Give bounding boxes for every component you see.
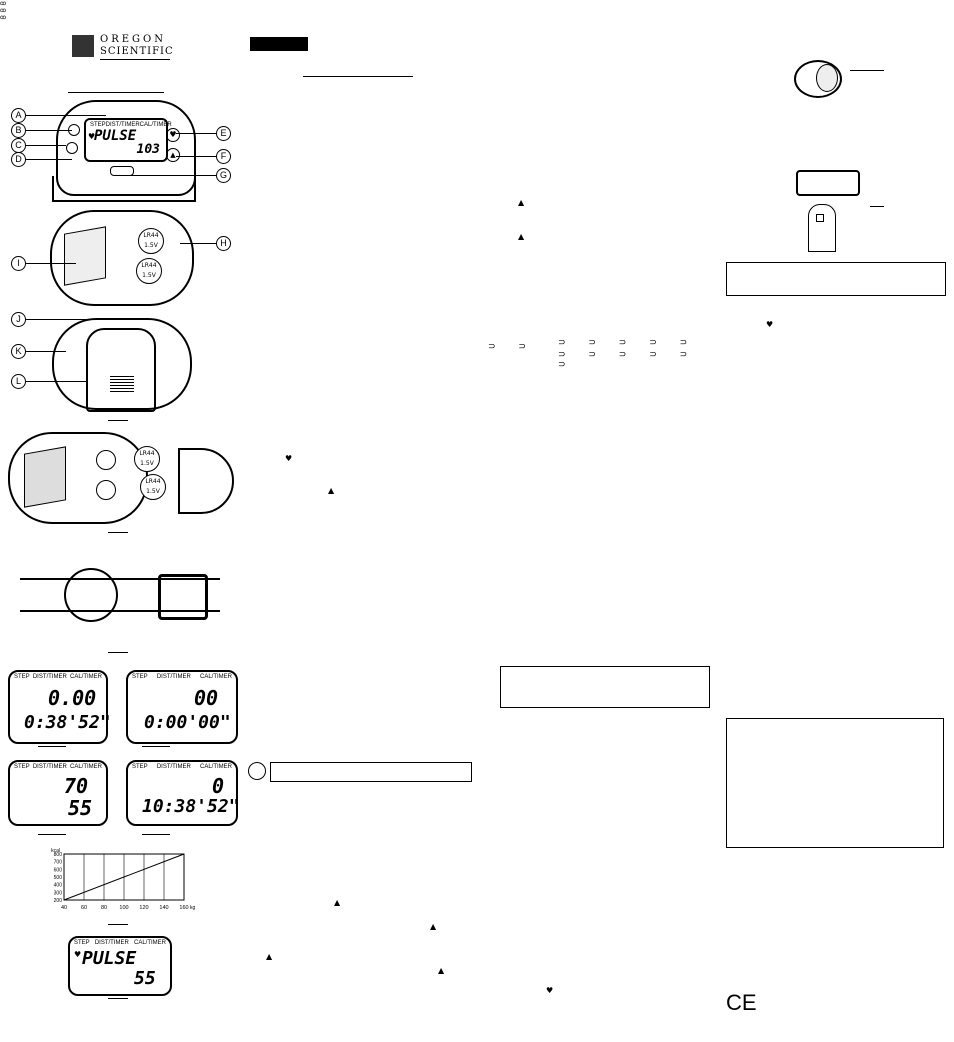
ce-mark: CE [726, 990, 757, 1015]
button-e-heart[interactable]: ♥ [166, 128, 180, 142]
section-label-block [250, 37, 308, 51]
heart-icon: ♥ [766, 320, 774, 329]
callout-g: G [216, 168, 231, 183]
callout-f: F [216, 149, 231, 164]
clip-slot [110, 166, 134, 176]
device-back-lcd [64, 226, 106, 286]
lcd-pulse-value: 103 [136, 142, 160, 157]
y-tick-label: 800 [54, 852, 63, 858]
logo-emblem-icon [72, 35, 94, 57]
heading-underline [303, 76, 413, 77]
y-tick-label: 300 [54, 890, 63, 896]
callout-i: I [11, 256, 26, 271]
brand-line1: OREGON [100, 34, 166, 45]
heart-icon: ♥ [285, 454, 293, 463]
brand-line2: SCIENTIFIC [100, 46, 174, 57]
note-box-middle [500, 666, 710, 708]
button-f-up[interactable]: ▲ [166, 148, 180, 162]
walker-icon: ꝏ [0, 8, 7, 14]
triangle-up-icon: ▲ [518, 198, 525, 207]
triangle-up-icon: ▲ [266, 952, 273, 961]
triangle-up-icon: ▲ [518, 232, 525, 241]
brand-logo: OREGON SCIENTIFIC [72, 34, 174, 61]
y-tick-label: 500 [54, 875, 63, 881]
y-tick-label: 700 [54, 860, 63, 866]
callout-e: E [216, 126, 231, 141]
footprint-sequence: ⊃ ⊃ ⊃ ⊃ ⊃ ⊃ ⊃ ⊃ ⊃ ⊃ ⊃ ⊃ ⊃ [488, 338, 698, 370]
device-clip [52, 176, 196, 202]
x-tick-label: 100 [119, 905, 128, 911]
battery-install-device [8, 432, 148, 524]
belt-clip [86, 328, 156, 412]
x-tick-label: 160 [179, 905, 188, 911]
walker-icon: ꝏ [0, 1, 7, 7]
heart-icon: ♥ [546, 986, 554, 995]
y-tick-label: 400 [54, 883, 63, 889]
callout-d: D [11, 152, 26, 167]
y-tick-label: 600 [54, 867, 63, 873]
series-line [63, 853, 185, 901]
triangle-up-icon: ▲ [334, 898, 341, 907]
walker-icon: ꝏ [0, 15, 7, 21]
x-tick-label: 60 [81, 905, 87, 911]
note-box-right-large [726, 718, 944, 848]
battery-cover [178, 448, 234, 514]
heart-icon: ♥ [74, 950, 82, 959]
belt-buckle [158, 574, 208, 620]
x-tick-label: 140 [159, 905, 168, 911]
note-box-right-top [726, 262, 946, 296]
note-box-recycle [270, 762, 472, 782]
y-axis-label: kcal [51, 848, 60, 854]
triangle-up-icon: ▲ [430, 922, 437, 931]
triangle-up-icon: ▲ [328, 486, 335, 495]
y-tick-label: 200 [54, 898, 63, 904]
device-side [52, 318, 192, 412]
callout-j: J [11, 312, 26, 327]
x-tick-label: 80 [101, 905, 107, 911]
callout-k: K [11, 344, 26, 359]
callout-h: H [216, 236, 231, 251]
belt-figure [20, 548, 220, 648]
callout-b: B [11, 123, 26, 138]
callout-a: A [11, 108, 26, 123]
x-unit-label: kg [190, 905, 196, 911]
lcd-pulse-text: PULSE [94, 128, 137, 144]
x-tick-label: 120 [139, 905, 148, 911]
finger-sensor-figure [796, 164, 880, 252]
callout-l: L [11, 374, 26, 389]
heart-icon: ♥ [88, 132, 96, 141]
finger-press-figure [794, 56, 864, 136]
button-c[interactable] [66, 142, 78, 154]
triangle-up-icon: ▲ [438, 966, 445, 975]
callout-c: C [11, 138, 26, 153]
x-tick-label: 40 [61, 905, 67, 911]
recycle-icon [248, 762, 266, 780]
